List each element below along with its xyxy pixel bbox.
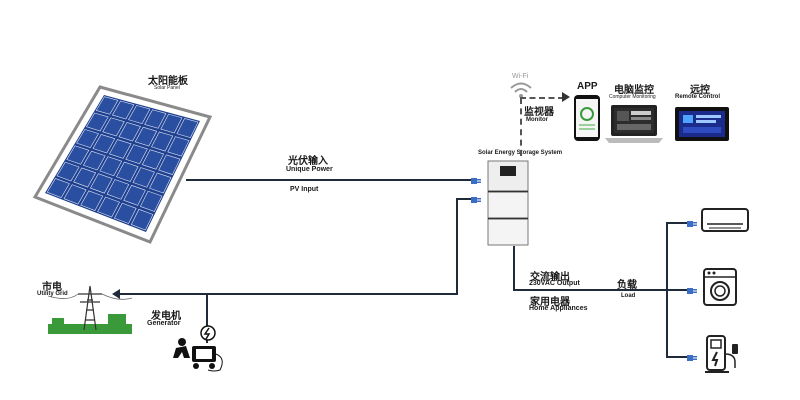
pv-input-line [186,179,474,181]
wifi-label: Wi-Fi [512,73,529,80]
solar-cell [85,112,109,132]
solar-cell [97,196,120,218]
solar-cell [160,113,183,134]
app-label: APP [577,81,598,92]
solar-cell [108,139,132,159]
grid-label-cn: 市电 [42,282,62,293]
solar-cell [73,167,97,188]
arrow-left-icon [112,289,120,299]
grid-plug-icon [470,193,482,205]
load-line-washer [666,289,688,291]
solar-cell [46,178,70,199]
solar-cell [158,154,181,175]
monitor-dashed-horizontal [520,97,564,99]
load-plug-icon-1 [686,217,698,235]
solar-cell [141,149,165,170]
monitor-label-cn: 监视器 [524,107,554,118]
solar-cell [139,190,163,212]
solar-cell [89,173,113,194]
generator-label-cn: 发电机 [151,311,181,322]
grid-label-en: Utility Grid [37,291,68,297]
solar-cell [99,156,123,177]
ev-charger-icon [705,335,738,373]
solar-cell [80,190,104,211]
storage-system-image [487,160,529,246]
load-plug-icon-3 [686,351,698,369]
solar-cell [102,117,125,137]
solar-panel-image [32,85,213,244]
arrow-right-icon [562,92,570,102]
solar-panel-label-cn: 太阳能板 [148,76,188,87]
solar-cell [111,100,135,120]
remote-control-display-icon [675,107,729,141]
pv-label-cn: 光伏输入 [288,156,328,167]
air-conditioner-icon [701,208,749,232]
solar-cell [95,96,119,115]
solar-cell [82,150,106,171]
ac-output-label-cn: 交流输出 [530,272,570,283]
solar-panel-label-en: Solar Panel [154,85,180,91]
solar-cell [125,144,148,165]
solar-cell [114,202,137,224]
grid-line-horizontal [120,293,458,295]
computer-label-cn: 电脑监控 [614,85,654,96]
solar-cell [115,161,139,182]
solar-cell [144,109,167,129]
pv-plug-icon [470,174,481,184]
solar-cell [130,208,154,231]
pv-label-en-top: Unique Power [286,166,333,173]
solar-cell [63,184,87,205]
solar-cell [92,134,116,154]
ac-output-label-en: 230VAC Output [529,280,580,287]
load-line-ac [666,222,688,224]
solar-cell [128,105,151,125]
solar-cell [167,136,190,157]
wifi-icon [510,82,532,98]
generator-line [206,293,208,343]
utility-grid-tower-icon [48,285,132,334]
solar-cell [118,122,141,142]
home-label-cn: 家用电器 [530,297,570,308]
computer-label-en: Computer Monitoring [609,94,656,100]
load-label-cn: 负载 [617,280,637,291]
pv-label-en-bottom: PV Input [290,186,319,193]
load-plug-icon-2 [686,284,698,302]
solar-cell [123,184,146,206]
remote-label-en: Remote Control [675,94,720,100]
solar-cell [106,179,130,200]
generator-label-en: Generator [147,320,181,327]
washing-machine-icon [703,268,737,306]
monitor-dashed-vertical [520,98,522,156]
load-line-charger [666,356,688,358]
monitor-label-en: Monitor [526,117,548,123]
solar-cell [132,167,155,188]
generator-icon [173,325,223,372]
grid-line-top [456,198,474,200]
solar-cell [66,145,90,165]
laptop-icon [605,105,663,143]
load-label-en: Load [621,293,636,299]
remote-label-cn: 远控 [690,85,710,96]
ac-output-horizontal [513,289,689,291]
phone-icon [574,95,600,141]
grid-line-vertical [456,198,458,294]
solar-cell [134,126,158,147]
solar-cell [176,118,199,139]
solar-cell [76,129,99,149]
solar-cell [149,172,172,194]
home-label-en: Home Appliances [529,305,588,312]
solar-cell [56,161,80,182]
solar-cell [151,131,174,152]
ac-output-vertical [513,246,515,290]
